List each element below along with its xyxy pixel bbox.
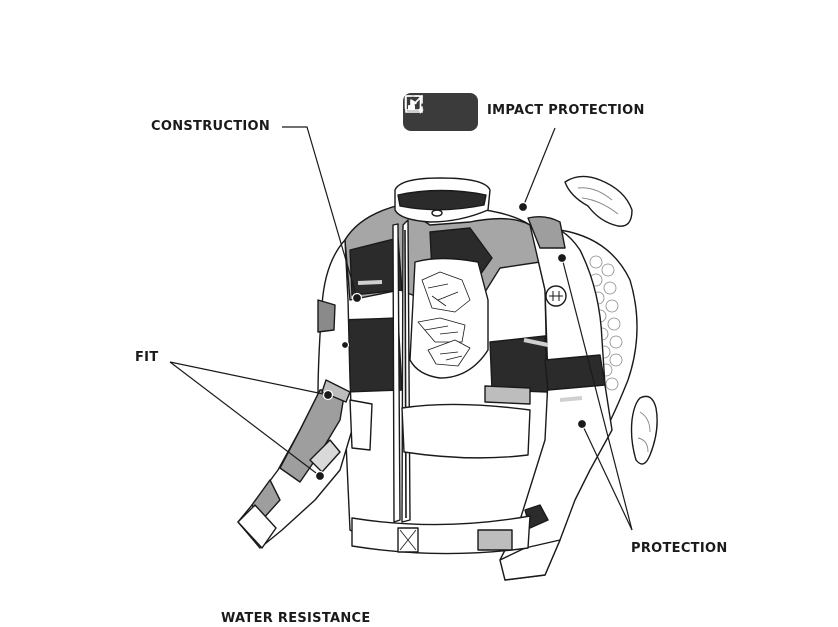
fit-leader-lower — [169, 361, 321, 477]
lower-pocket-right — [401, 403, 531, 459]
construction-marker — [351, 292, 363, 304]
fit-label: FIT — [135, 350, 159, 365]
play-sparkle-icon — [404, 95, 424, 114]
impact-protection-leader — [522, 127, 556, 208]
fit-marker-upper — [322, 389, 334, 401]
shoulder-pad — [564, 175, 633, 227]
hem-adjuster — [477, 529, 513, 551]
protection-leader-lower — [581, 423, 633, 531]
impact-protection-marker — [517, 201, 529, 213]
water-resistance-label: WATER RESISTANCE — [221, 611, 371, 626]
lower-pocket-left — [349, 399, 373, 451]
protection-label: PROTECTION — [631, 541, 728, 556]
chest-mesh-pattern — [417, 271, 471, 367]
sleeve-marker — [340, 340, 350, 350]
image-toolbar — [403, 93, 478, 131]
play-sparkle-button[interactable] — [404, 95, 471, 126]
elbow-pad — [630, 395, 658, 465]
construction-label: CONSTRUCTION — [151, 119, 271, 134]
protection-marker-lower — [576, 418, 588, 430]
protection-leader-upper — [561, 257, 633, 531]
left-cuff — [237, 504, 277, 549]
impact-protection-label: IMPACT PROTECTION — [487, 103, 645, 118]
fit-marker-lower — [314, 470, 326, 482]
construction-leader — [282, 126, 358, 299]
callout-markers — [314, 201, 588, 482]
protection-marker-upper — [556, 252, 568, 264]
callout-lines — [169, 126, 633, 531]
fit-leader-upper — [169, 361, 329, 396]
